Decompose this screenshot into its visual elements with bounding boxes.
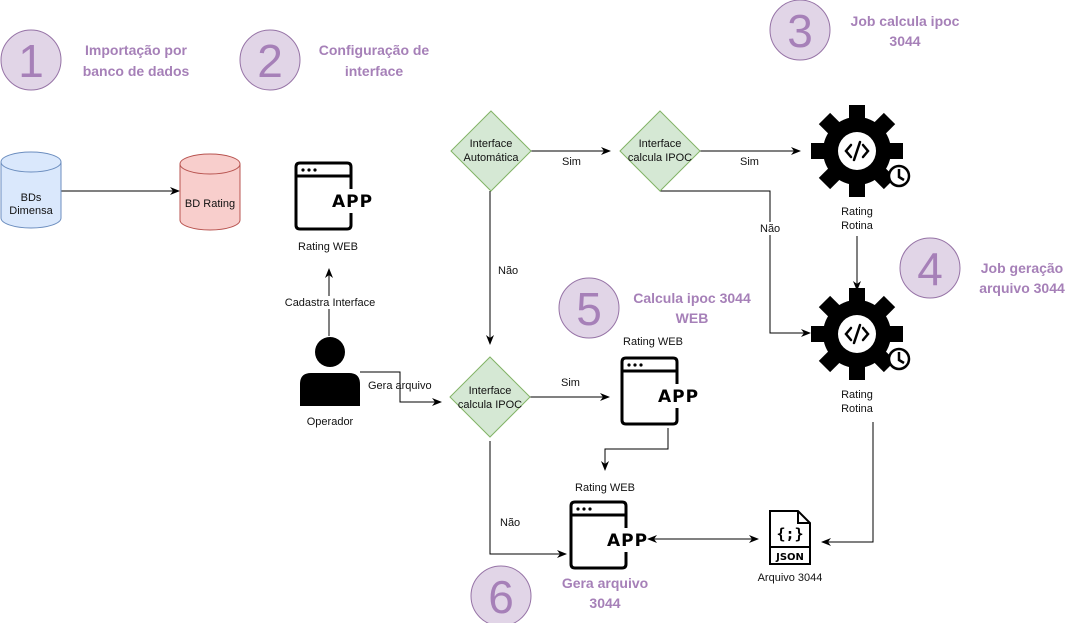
edge-gera-arquivo [360, 371, 442, 406]
step-title-line: Calcula ipoc 3044 [633, 290, 751, 306]
step-number: 5 [576, 283, 602, 335]
app-calc-node[interactable]: Rating WEB APP [620, 336, 699, 426]
step-title-line: Gera arquivo [562, 575, 648, 591]
app-label: Rating WEB [575, 482, 635, 494]
step-badge-4: 4 Job geração arquivo 3044 [899, 237, 1065, 299]
user-icon [300, 337, 360, 406]
step-badge-5: 5 Calcula ipoc 3044 WEB [558, 277, 751, 339]
step-title-line: 3044 [589, 595, 620, 611]
decision-calc-top[interactable]: Interface calcula IPOC [619, 110, 701, 192]
step-number: 3 [787, 5, 813, 57]
decision-label-line: calcula IPOC [628, 152, 692, 164]
edge-app-calc-to-app-file [601, 428, 669, 471]
decision-calc-bottom[interactable]: Interface calcula IPOC [449, 356, 531, 438]
job-label-line: Rating [841, 206, 873, 218]
job-label-line: Rotina [841, 220, 874, 232]
json-icon-symbol: {;} [776, 525, 803, 543]
job-calc-node[interactable]: Rating Rotina [811, 105, 911, 232]
edge-calc-top-nao [660, 190, 811, 337]
scheduled-code-gear-icon [811, 105, 911, 197]
step-badge-2: 2 Configuração de interface [239, 29, 430, 91]
edge-label-auto-sim: Sim [562, 156, 581, 168]
step-badge-6: 6 Gera arquivo 3044 [470, 565, 648, 623]
edge-label-gera-arquivo: Gera arquivo [368, 380, 432, 392]
scheduled-code-gear-icon [811, 288, 911, 380]
json-file-icon: {;} JSON [769, 510, 811, 565]
decision-label-line: calcula IPOC [458, 399, 522, 411]
edge-label-calc-bottom-nao: Não [500, 517, 520, 529]
json-file-node[interactable]: {;} JSON Arquivo 3044 [758, 510, 823, 584]
json-icon-text: JSON [775, 552, 804, 563]
job-file-node[interactable]: Rating Rotina [811, 288, 911, 415]
decision-label-line: Automática [463, 152, 519, 164]
db-dimensa[interactable]: BDs Dimensa [0, 151, 62, 229]
app-label: Rating WEB [298, 241, 358, 253]
operator-node[interactable]: Operador [300, 337, 360, 428]
decision-label-line: Interface [470, 138, 513, 150]
json-file-label: Arquivo 3044 [758, 572, 823, 584]
db-rating[interactable]: BD Rating [179, 153, 241, 231]
app-file-node[interactable]: Rating WEB APP [569, 482, 648, 570]
step-number: 6 [488, 571, 514, 623]
step-title-line: Job calcula ipoc [851, 13, 960, 29]
web-app-icon: APP [294, 161, 373, 231]
step-title-line: banco de dados [83, 63, 190, 79]
job-label-line: Rating [841, 389, 873, 401]
step-badge-3: 3 Job calcula ipoc 3044 [769, 0, 960, 61]
step-title-line: arquivo 3044 [979, 280, 1065, 296]
web-app-icon: APP [569, 500, 648, 570]
edge-label-calc-top-sim: Sim [740, 156, 759, 168]
db-label: BD Rating [185, 198, 235, 210]
edge-label-auto-nao: Não [498, 265, 518, 277]
app-icon-text: APP [658, 387, 699, 407]
edge-label-calc-bottom-sim: Sim [561, 377, 580, 389]
app-label: Rating WEB [623, 336, 683, 348]
decision-label-line: Interface [639, 138, 682, 150]
step-title-line: interface [345, 63, 404, 79]
edge-job-file-to-json [821, 422, 874, 546]
step-title-line: Configuração de [319, 42, 430, 58]
db-label-line: Dimensa [9, 205, 53, 217]
edges [61, 147, 874, 558]
web-app-icon: APP [620, 356, 699, 426]
step-number: 1 [18, 35, 44, 87]
decision-automatic[interactable]: Interface Automática [450, 110, 532, 192]
edge-label-cadastra-interface: Cadastra Interface [285, 297, 376, 309]
db-label-line: BDs [21, 192, 42, 204]
app-config-node[interactable]: APP Rating WEB [294, 161, 373, 253]
edge-calc-bottom-nao [489, 441, 567, 558]
step-title-line: Job geração [981, 260, 1063, 276]
operator-label: Operador [307, 416, 354, 428]
step-number: 2 [257, 35, 283, 87]
step-title-line: WEB [676, 310, 709, 326]
app-icon-text: APP [332, 192, 373, 212]
app-icon-text: APP [607, 531, 648, 551]
step-number: 4 [917, 243, 943, 295]
step-title-line: Importação por [85, 42, 187, 58]
database-icon [179, 153, 241, 231]
decision-label-line: Interface [469, 385, 512, 397]
database-icon [0, 151, 62, 229]
job-label-line: Rotina [841, 403, 874, 415]
step-title-line: 3044 [889, 33, 920, 49]
step-badge-1: 1 Importação por banco de dados [0, 29, 190, 91]
edge-label-calc-top-nao: Não [760, 223, 780, 235]
edge-labels: Cadastra Interface Gera arquivo Sim Não … [284, 156, 783, 529]
